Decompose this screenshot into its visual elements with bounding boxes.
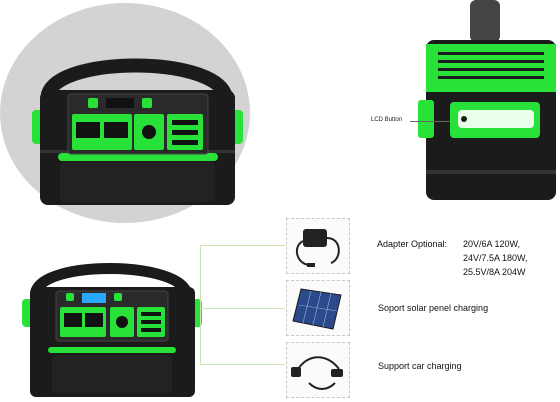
power-adapter-icon (295, 229, 340, 267)
car-charger-thumbnail (286, 342, 350, 398)
solar-charging-text: Soport solar penel charging (378, 303, 489, 313)
adapter-thumbnail (286, 218, 350, 274)
car-charging-text: Support car charging (378, 361, 462, 371)
connector-line-adapter (200, 245, 285, 246)
adapter-line-1: 20V/6A 120W, (463, 239, 521, 249)
adapter-title: Adapter Optional: (377, 239, 448, 249)
power-station-display-image (22, 263, 202, 397)
connector-line-vertical (200, 245, 201, 365)
lcd-button-callout-line (410, 121, 450, 122)
power-station-side-image (418, 0, 556, 200)
solar-thumbnail (286, 280, 350, 336)
connector-line-solar (200, 308, 285, 309)
lcd-button-label: LCD Button (371, 117, 403, 123)
solar-panel-icon (292, 288, 342, 330)
adapter-line-2: 24V/7.5A 180W, (463, 253, 528, 263)
adapter-line-3: 25.5V/8A 204W (463, 267, 526, 277)
connector-line-car (200, 364, 285, 365)
car-charger-icon (291, 356, 343, 390)
power-station-front-image (32, 58, 243, 205)
